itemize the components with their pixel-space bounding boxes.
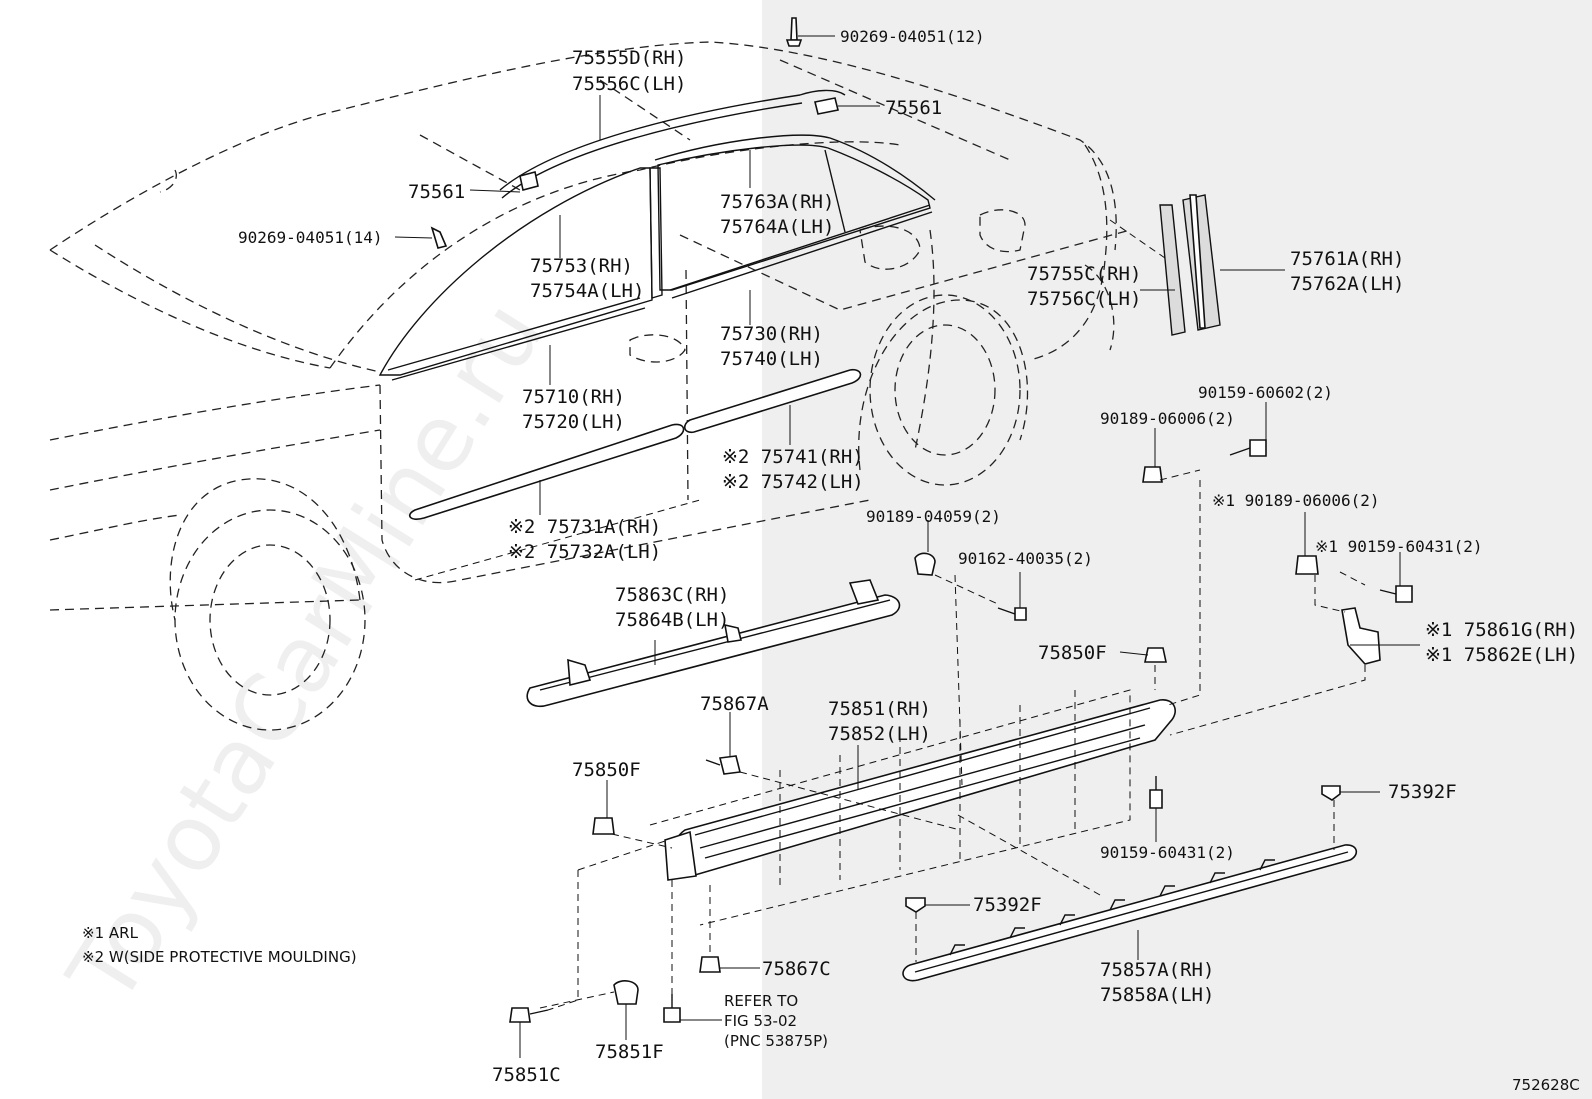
label-75858a-lh: 75858A(LH) — [1100, 984, 1214, 1006]
label-75754a-lh: 75754A(LH) — [530, 280, 644, 302]
label-75740-lh: 75740(LH) — [720, 348, 823, 370]
label-75561-right: 75561 — [885, 97, 942, 119]
rocker-bracket — [1341, 607, 1381, 665]
label-75861g-rh: ※1 75861G(RH) — [1425, 619, 1578, 641]
label-75851-rh: 75851(RH) — [828, 698, 931, 720]
label-75857a-rh: 75857A(RH) — [1100, 959, 1214, 981]
refer-line-1: REFER TO — [724, 992, 798, 1010]
note-side-protective-moulding: ※2 W(SIDE PROTECTIVE MOULDING) — [82, 948, 357, 966]
background-shade-panel — [762, 0, 1592, 1099]
side-protective-mouldings — [408, 368, 862, 520]
label-75867c: 75867C — [762, 958, 831, 980]
label-75850f-lower: 75850F — [572, 759, 641, 781]
label-75392f-lower: 75392F — [973, 894, 1042, 916]
legend-notes: ※1 ARL ※2 W(SIDE PROTECTIVE MOULDING) — [82, 924, 357, 966]
window-frame-mouldings — [378, 94, 936, 381]
label-90159-60602: 90159-60602(2) — [1198, 383, 1333, 402]
label-90269-04051-14: 90269-04051(14) — [238, 228, 383, 247]
label-75731a-rh: ※2 75731A(RH) — [508, 516, 661, 538]
label-75762a-lh: 75762A(LH) — [1290, 273, 1404, 295]
note-arl: ※1 ARL — [82, 924, 139, 942]
label-75867a: 75867A — [700, 693, 769, 715]
label-90189-06006-x1: ※1 90189-06006(2) — [1212, 491, 1380, 510]
label-75862e-lh: ※1 75862E(LH) — [1425, 644, 1578, 666]
label-90162-40035: 90162-40035(2) — [958, 549, 1093, 568]
roof-clips — [430, 17, 846, 249]
figure-id: 752628C — [1512, 1076, 1580, 1094]
label-75755c-rh: 75755C(RH) — [1027, 263, 1141, 285]
fasteners — [509, 439, 1413, 1023]
label-75864b-lh: 75864B(LH) — [615, 609, 729, 631]
label-90189-06006: 90189-06006(2) — [1100, 409, 1235, 428]
label-75556c-lh: 75556C(LH) — [572, 73, 686, 95]
label-75742-lh: ※2 75742(LH) — [722, 471, 864, 493]
leader-lines — [394, 35, 1420, 1058]
pillar-garnishes — [1159, 194, 1221, 336]
label-75555d-rh: 75555D(RH) — [572, 47, 686, 69]
label-75851c: 75851C — [492, 1064, 561, 1086]
label-75392f-upper: 75392F — [1388, 781, 1457, 803]
label-90269-04051-12: 90269-04051(12) — [840, 27, 985, 46]
rocker-moulding-upper — [526, 579, 901, 707]
label-75851f: 75851F — [595, 1041, 664, 1063]
refer-line-2: FIG 53-02 — [724, 1012, 797, 1030]
refer-note: REFER TO FIG 53-02 (PNC 53875P) — [724, 992, 828, 1050]
label-75761a-rh: 75761A(RH) — [1290, 248, 1404, 270]
label-90159-60431: 90159-60431(2) — [1100, 843, 1235, 862]
label-75850f-upper: 75850F — [1038, 642, 1107, 664]
label-75756c-lh: 75756C(LH) — [1027, 288, 1141, 310]
label-75720-lh: 75720(LH) — [522, 411, 625, 433]
label-75852-lh: 75852(LH) — [828, 723, 931, 745]
label-75863c-rh: 75863C(RH) — [615, 584, 729, 606]
label-75753-rh: 75753(RH) — [530, 255, 633, 277]
label-75741-rh: ※2 75741(RH) — [722, 446, 864, 468]
label-75763a-rh: 75763A(RH) — [720, 191, 834, 213]
label-90159-60431-x1: ※1 90159-60431(2) — [1315, 537, 1483, 556]
label-75710-rh: 75710(RH) — [522, 386, 625, 408]
rocker-panel-main — [664, 699, 1176, 881]
watermark: ToyotaCarMine.ru — [47, 283, 564, 1022]
label-75764a-lh: 75764A(LH) — [720, 216, 834, 238]
lower-moulding — [902, 844, 1358, 982]
callout-labels: 90269-04051(12) 75555D(RH) 75556C(LH) 75… — [238, 27, 1578, 1086]
label-75561-left: 75561 — [408, 181, 465, 203]
label-75730-rh: 75730(RH) — [720, 323, 823, 345]
label-75732a-lh: ※2 75732A(LH) — [508, 541, 661, 563]
label-90189-04059: 90189-04059(2) — [866, 507, 1001, 526]
refer-line-3: (PNC 53875P) — [724, 1032, 828, 1050]
car-body-outline — [49, 41, 1131, 731]
